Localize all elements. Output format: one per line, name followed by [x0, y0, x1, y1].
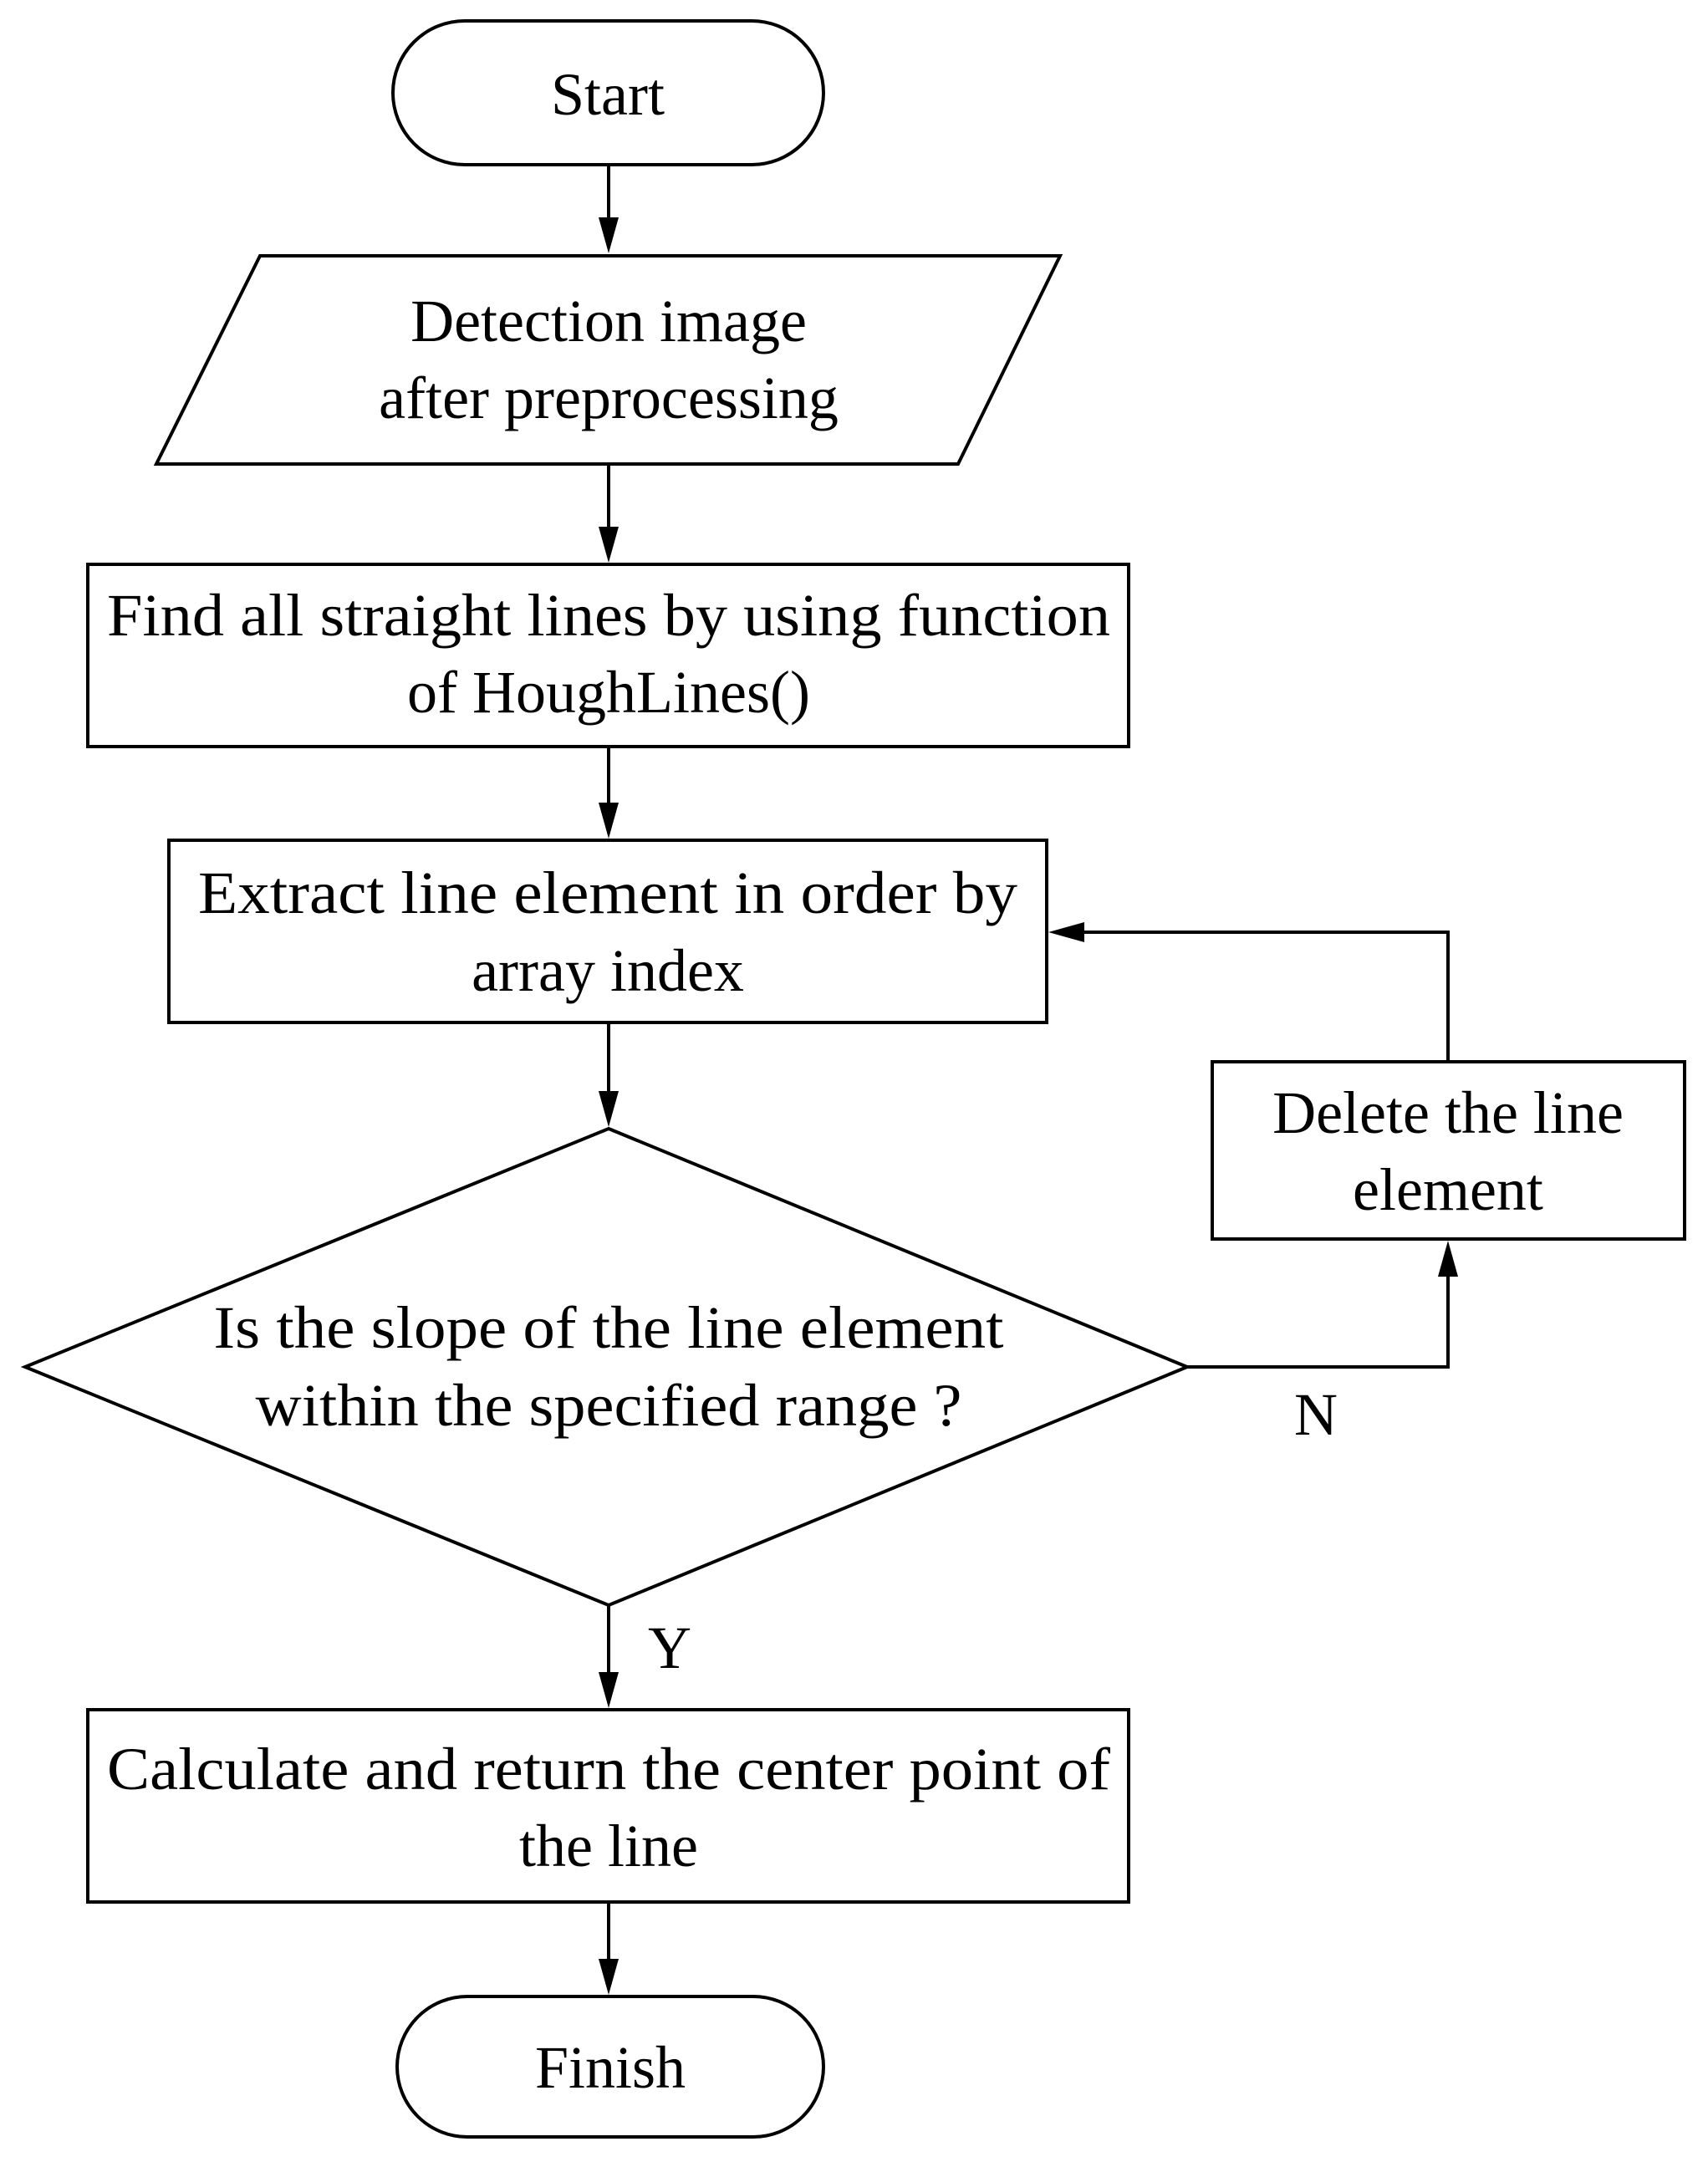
extract-label-line2: array index: [472, 937, 744, 1004]
arrow-input-to-find: [599, 464, 619, 563]
input-parallelogram: [153, 254, 1063, 466]
find-lines-label-line2: of HoughLines(): [407, 659, 810, 726]
yes-branch-label: Y: [648, 1614, 691, 1681]
arrow-decision-to-delete: [1187, 1241, 1458, 1369]
arrow-extract-to-decision: [599, 1022, 619, 1127]
calculate-label-line1: Calculate and return the center point of: [107, 1736, 1110, 1803]
arrow-find-to-extract: [599, 747, 619, 839]
delete-label-line1: Delete the line: [1272, 1079, 1624, 1146]
calculate-label-line2: the line: [519, 1813, 698, 1879]
find-lines-process: [86, 563, 1130, 748]
decision-label-line1: Is the slope of the line element: [214, 1294, 1004, 1361]
arrow-decision-to-calculate: [599, 1605, 619, 1708]
delete-process: [1211, 1060, 1686, 1241]
input-label-line2: after preprocessing: [379, 365, 839, 431]
arrow-start-to-input: [599, 165, 619, 253]
no-branch-label: N: [1294, 1381, 1338, 1448]
delete-label-line2: element: [1353, 1156, 1543, 1223]
extract-label-line1: Extract line element in order by: [198, 859, 1017, 926]
find-lines-label-line1: Find all straight lines by using functio…: [107, 582, 1110, 649]
extract-process: [167, 839, 1048, 1024]
input-label-line1: Detection image: [410, 288, 807, 354]
finish-terminal: [395, 1995, 825, 2139]
finish-label: Finish: [535, 2034, 686, 2101]
start-label: Start: [551, 61, 665, 128]
decision-label-line2: within the specified range ?: [256, 1372, 962, 1439]
arrow-delete-to-extract: [1048, 922, 1450, 1062]
decision-diamond: [20, 1126, 1192, 1608]
arrow-calculate-to-finish: [599, 1902, 619, 1995]
